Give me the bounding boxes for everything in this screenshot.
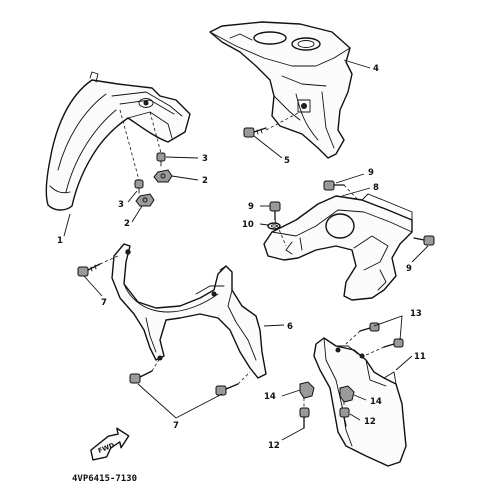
forward-arrow-icon: FWD <box>90 427 130 461</box>
clip-14-left <box>299 381 315 399</box>
callout-3-lower: 3 <box>118 200 124 210</box>
callout-8: 8 <box>373 183 379 193</box>
washer-10 <box>267 222 281 230</box>
callout-10: 10 <box>242 220 254 230</box>
front-fender-part-1 <box>45 71 191 211</box>
bolt-9-right <box>413 235 435 246</box>
callout-6: 6 <box>287 322 293 332</box>
callout-7-upper: 7 <box>101 298 107 308</box>
clip-14-right <box>339 385 355 403</box>
screw-12-left <box>299 407 310 429</box>
lower-inner-cover-part-6 <box>111 243 267 379</box>
screw-12-right <box>339 407 350 427</box>
upper-inner-cover-part-4 <box>209 21 353 159</box>
callout-3-upper: 3 <box>202 154 208 164</box>
callout-9-right: 9 <box>406 264 412 274</box>
fasteners <box>77 127 435 429</box>
leader-lines <box>63 59 429 441</box>
bolt-5 <box>243 127 267 138</box>
screw-7-top <box>77 263 101 277</box>
screw-3-upper <box>156 152 166 167</box>
cover-bracket-part-8 <box>263 193 413 301</box>
callout-14-right: 14 <box>370 397 382 407</box>
screw-3-lower <box>134 179 144 194</box>
callout-9-top: 9 <box>368 168 374 178</box>
nut-2-upper <box>153 169 173 183</box>
callout-14-left: 14 <box>264 392 276 402</box>
screw-7-middle <box>129 370 153 384</box>
mud-flap-part-11 <box>313 337 407 467</box>
callout-2-upper: 2 <box>202 176 208 186</box>
callout-9-left: 9 <box>248 202 254 212</box>
screw-13-upper <box>359 322 380 332</box>
callouts: 1 2 2 3 3 4 5 6 7 7 8 9 9 9 10 11 12 12 … <box>57 64 426 451</box>
callout-1: 1 <box>57 236 63 246</box>
callout-7-lower: 7 <box>173 421 179 431</box>
callout-12-left: 12 <box>268 441 280 451</box>
callout-4: 4 <box>373 64 379 74</box>
callout-13: 13 <box>410 309 422 319</box>
callout-12-right: 12 <box>364 417 376 427</box>
bolt-9-top <box>323 180 345 191</box>
screw-7-right <box>215 383 239 396</box>
bolt-9-left <box>269 201 281 221</box>
screw-13-lower <box>383 338 404 348</box>
nut-2-lower <box>135 193 155 207</box>
callout-5: 5 <box>284 156 290 166</box>
diagram-code: 4VP6415-7130 <box>72 474 137 484</box>
callout-2-lower: 2 <box>124 219 130 229</box>
alignment-lines <box>99 109 385 408</box>
callout-11: 11 <box>414 352 426 362</box>
